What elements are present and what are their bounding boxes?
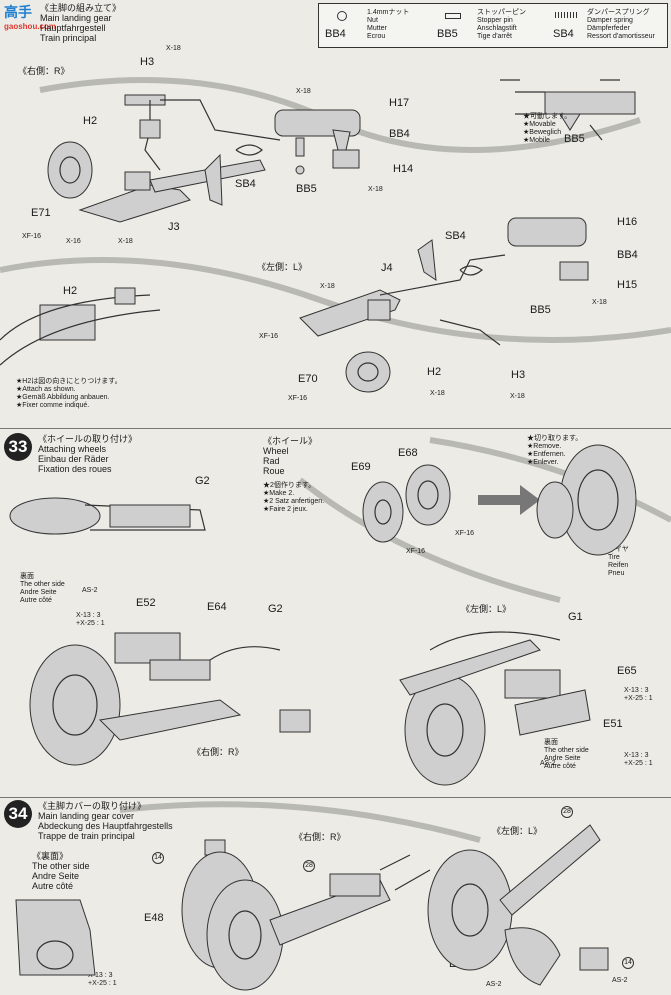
part-label: E71 (31, 207, 51, 219)
part-label: H17 (389, 97, 410, 109)
part-label: E52 (136, 597, 156, 609)
right-side-label: 《右側：R》 (18, 66, 70, 76)
section-divider (0, 797, 671, 798)
title-fr: Train principal (40, 33, 97, 43)
part-label: E64 (207, 601, 227, 613)
part-label: E68 (398, 447, 418, 459)
part-label: X-18 (166, 45, 181, 52)
part-label: BB5 (296, 183, 317, 195)
part-label: AS-2 (612, 977, 628, 984)
note-make-2: ★2個作ります。★Make 2. ★2 Satz anfertigen.★Fai… (263, 482, 325, 513)
right-side-label: 《右側：R》 (192, 747, 244, 757)
part-label: X-18 (296, 88, 311, 95)
note-remove: ★切り取ります。★Remove. ★Entfernen.★Enlever. (527, 435, 583, 466)
marker-14: 14 (622, 957, 634, 969)
nut-icon (337, 11, 347, 21)
step-number-34: 34 (4, 800, 32, 828)
spring-icon (555, 12, 579, 18)
paint-code: AS-2 (82, 587, 98, 594)
part-label: XF-16 (259, 333, 279, 340)
logo-text: 高手 (4, 4, 32, 20)
part-label: H15 (617, 279, 638, 291)
watermark-logo: 高手 gaoshou.com (4, 2, 56, 31)
title-en: Main landing gear (40, 13, 112, 23)
part-label: H3 (140, 56, 155, 68)
paint-code: AS-2 (540, 760, 556, 767)
part-label: E65 (617, 665, 637, 677)
marker-14: 14 (152, 852, 164, 864)
part-label: X-18 (368, 186, 383, 193)
part-label: X-18 (118, 238, 133, 245)
part-label: X-18 (320, 283, 335, 290)
part-label: H14 (393, 163, 414, 175)
part-label: BB4 (617, 249, 638, 261)
left-side-label: 《左側：L》 (492, 826, 543, 836)
paint-mix: X-13 : 3+X-25 : 1 (624, 752, 653, 767)
part-label: SB4 (235, 178, 256, 190)
main-gear-diagram (0, 79, 636, 393)
part-label: BB4 (389, 128, 410, 140)
part-label: G2 (195, 475, 210, 487)
part-label: H16 (617, 216, 638, 228)
part-label: BB5 (530, 304, 551, 316)
paint-mix: X-13 : 3+X-25 : 1 (624, 687, 653, 702)
part-label: AS-2 (486, 981, 502, 988)
part-label: H2 (63, 285, 78, 297)
paint-mix: X-13 : 3+X-25 : 1 (88, 972, 117, 987)
step34-title: 《主脚カバーの取り付け》Main landing gear cover Abde… (38, 801, 173, 841)
part-label: XF-16 (455, 530, 475, 537)
legend-code: SB4 (553, 28, 574, 40)
main-gear-title: 《主脚の組み立て》 Main landing gear Hauptfahrges… (40, 3, 121, 43)
marker-28: 28 (561, 806, 573, 818)
part-label: X-18 (430, 390, 445, 397)
part-label: J4 (381, 262, 393, 274)
title-jp: 《主脚の組み立て》 (40, 3, 122, 13)
part-label: H2 (427, 366, 442, 378)
part-label: E48 (144, 912, 164, 924)
left-side-label: 《左側：L》 (257, 262, 308, 272)
legend-code: BB5 (437, 28, 458, 40)
part-label: BB5 (564, 133, 585, 145)
part-label: G2 (268, 603, 283, 615)
paint-mix: X-13 : 3+X-25 : 1 (76, 612, 105, 627)
part-label: E51 (603, 718, 623, 730)
note-attach-as-shown: ★H2は図の向きにとりつけます。★Attach as shown. ★Gemäß… (16, 378, 122, 409)
part-label: X-18 (592, 299, 607, 306)
part-label: SB4 (445, 230, 466, 242)
part-label: H3 (511, 369, 526, 381)
logo-site: gaoshou.com (4, 22, 57, 31)
part-label: E70 (298, 373, 318, 385)
part-label: J3 (168, 221, 180, 233)
part-label: X-16 (66, 238, 81, 245)
part-label: E69 (351, 461, 371, 473)
right-side-label: 《右側：R》 (294, 832, 346, 842)
section-divider (0, 428, 671, 429)
part-label: XF-16 (288, 395, 308, 402)
step-number-33: 33 (4, 433, 32, 461)
title-de: Hauptfahrgestell (40, 23, 106, 33)
marker-28: 28 (303, 860, 315, 872)
part-label: G1 (568, 611, 583, 623)
part-label: H2 (83, 115, 98, 127)
pin-icon (445, 13, 461, 19)
part-label: XF-16 (406, 548, 426, 555)
note-movable: ★可動します。★Movable ★Beweglich★Mobile (523, 113, 572, 144)
legend-code: BB4 (325, 28, 346, 40)
step33-title: 《ホイールの取り付け》Attaching wheels Einbau der R… (38, 434, 138, 474)
part-label: XF-16 (22, 233, 42, 240)
part-label: X-18 (510, 393, 525, 400)
left-side-label: 《左側：L》 (461, 604, 512, 614)
